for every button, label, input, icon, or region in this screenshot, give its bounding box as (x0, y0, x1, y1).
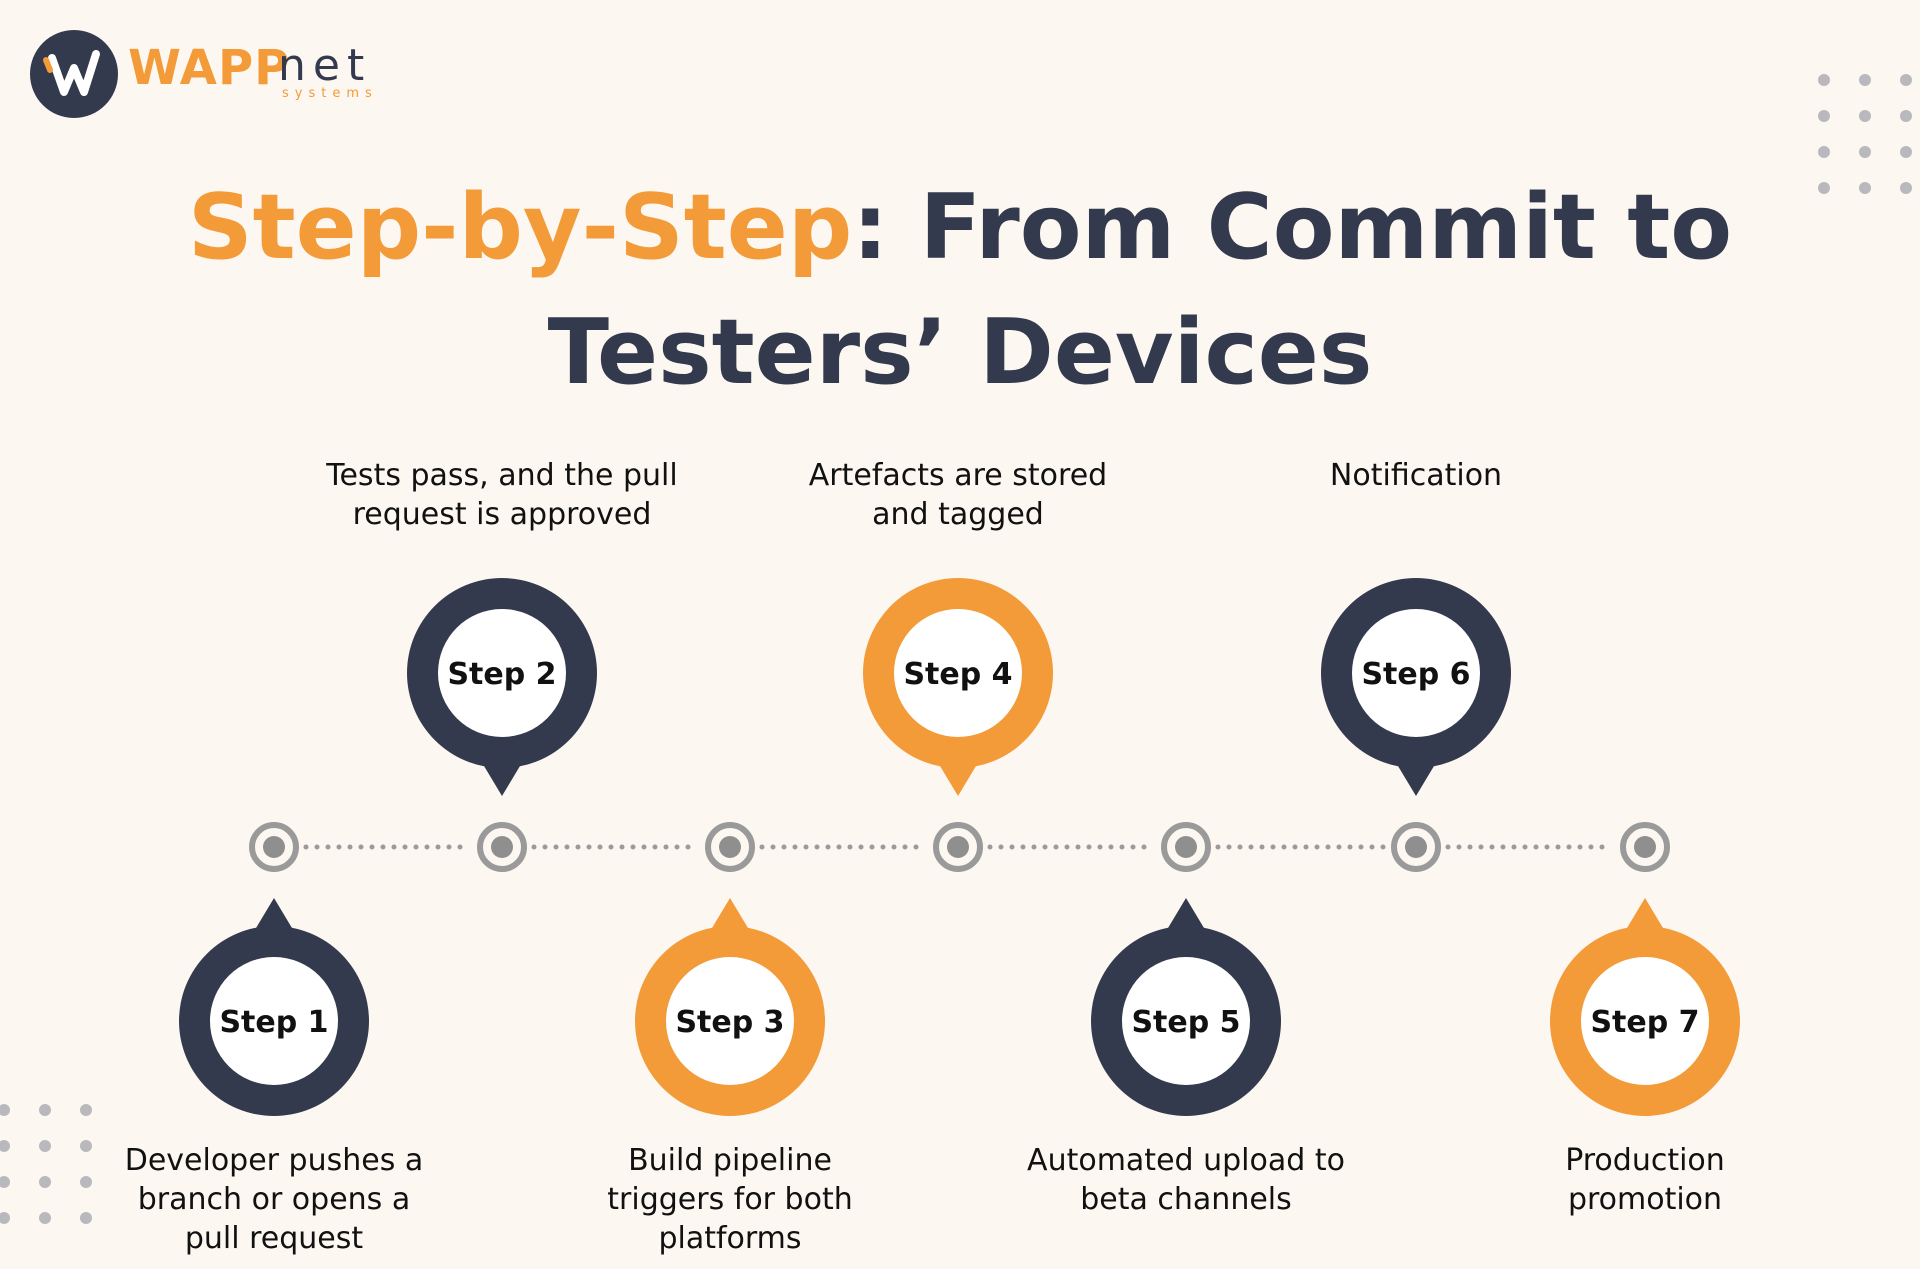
decorative-dot (1859, 182, 1871, 194)
decorative-dot (1859, 110, 1871, 122)
logo-wordmark-systems: systems (282, 86, 378, 101)
step-caption: Automated upload to beta channels (1027, 1143, 1345, 1217)
timeline-node-center (1175, 836, 1197, 858)
step-label: Step 1 (219, 1005, 328, 1040)
logo-wordmark-wapp: WAPP (128, 40, 291, 96)
decorative-dot (1818, 146, 1830, 158)
decorative-dot (1900, 182, 1912, 194)
decorative-dot (80, 1104, 92, 1116)
decorative-dot (80, 1140, 92, 1152)
timeline-node-center (1405, 836, 1427, 858)
decorative-dot (80, 1212, 92, 1224)
step-label: Step 3 (675, 1005, 784, 1040)
step-pin-inner (210, 957, 338, 1085)
step-label: Step 7 (1590, 1005, 1699, 1040)
decorative-dot (39, 1176, 51, 1188)
logo-wordmark-net: net (278, 40, 372, 91)
step-pin-inner (1352, 609, 1480, 737)
timeline-node-center (263, 836, 285, 858)
step-label: Step 2 (447, 657, 556, 692)
decorative-dot (1818, 182, 1830, 194)
step-caption: Developer pushes a branch or opens a pul… (124, 1143, 424, 1256)
page-title-highlight: Step-by-Step (187, 175, 853, 280)
decorative-dot (1900, 146, 1912, 158)
decorative-dot (39, 1140, 51, 1152)
step-caption: Production promotion (1565, 1143, 1725, 1217)
step-caption: Tests pass, and the pull request is appr… (326, 458, 678, 532)
step-pin-inner (438, 609, 566, 737)
step-pin-inner (1122, 957, 1250, 1085)
timeline-node-center (491, 836, 513, 858)
decorative-dot (39, 1212, 51, 1224)
page-title: Step-by-Step: From Commit to Testers’ De… (0, 165, 1920, 415)
step-caption: Build pipeline triggers for both platfor… (607, 1143, 853, 1256)
step-caption: Notification (1329, 458, 1503, 493)
step-pin-inner (666, 957, 794, 1085)
step-label: Step 5 (1131, 1005, 1240, 1040)
decorative-dot (1900, 74, 1912, 86)
decorative-dot (0, 1140, 10, 1152)
decorative-dot (0, 1176, 10, 1188)
timeline-node-center (947, 836, 969, 858)
brand-logo: WAPP net systems (30, 30, 388, 118)
decorative-dot (0, 1212, 10, 1224)
step-pin-inner (1581, 957, 1709, 1085)
step-pin-inner (894, 609, 1022, 737)
decorative-dot (1859, 146, 1871, 158)
decorative-dot (39, 1104, 51, 1116)
decorative-dot (1900, 110, 1912, 122)
timeline-node-center (1634, 836, 1656, 858)
decorative-dot (1859, 74, 1871, 86)
page-title-rest: : From Commit to Testers’ Devices (547, 175, 1733, 405)
step-label: Step 4 (903, 657, 1012, 692)
logo-w-icon (30, 30, 118, 118)
decorative-dot (1818, 74, 1830, 86)
decorative-dot (80, 1176, 92, 1188)
step-label: Step 6 (1361, 657, 1470, 692)
timeline-node-center (719, 836, 741, 858)
decorative-dot (1818, 110, 1830, 122)
decorative-dot (0, 1104, 10, 1116)
step-caption: Artefacts are stored and tagged (808, 458, 1108, 532)
